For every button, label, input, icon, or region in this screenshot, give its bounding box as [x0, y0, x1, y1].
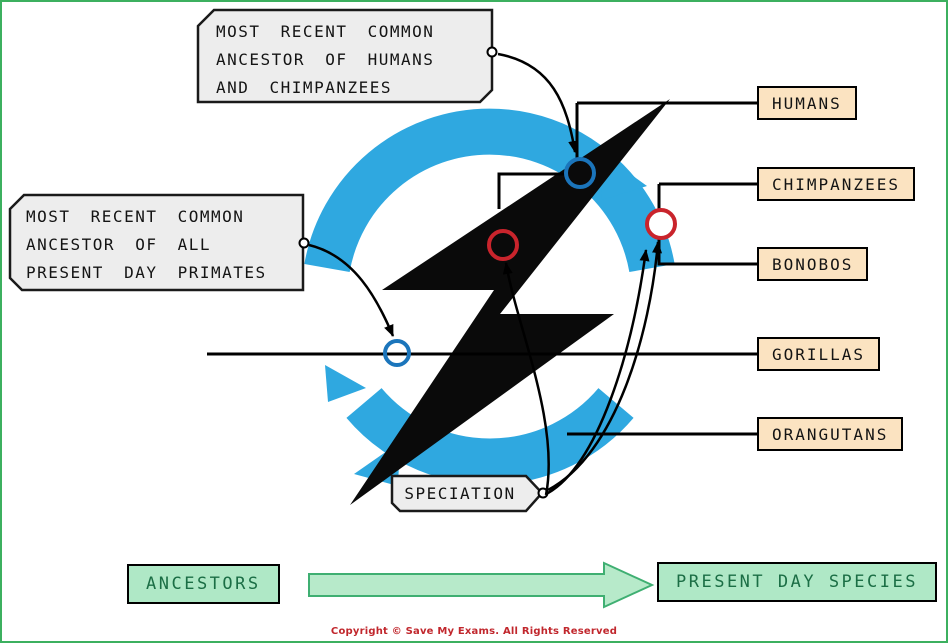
label-gorillas: GORILLAS [757, 337, 881, 371]
lightning-bolt-tree [350, 99, 670, 505]
node-speciation-left [487, 229, 519, 261]
callout-top-line-1: MOST RECENT COMMON [216, 22, 435, 41]
callout-shape-left [8, 193, 305, 292]
copyright-text: Copyright © Save My Exams. All Rights Re… [330, 626, 618, 637]
callout-top-line-2: ANCESTOR OF HUMANS [216, 50, 435, 69]
callout-top-text: MOST RECENT COMMON ANCESTOR OF HUMANS AN… [216, 18, 434, 102]
arrow-top-callout [497, 52, 579, 153]
node-primate-ancestor [383, 339, 411, 367]
callout-left-line-2: ANCESTOR OF ALL [26, 235, 211, 254]
branch-bracket-human-chimp [497, 172, 564, 209]
speciation-label: SPECIATION [404, 484, 516, 503]
callout-left-text: MOST RECENT COMMON ANCESTOR OF ALL PRESE… [26, 203, 267, 287]
label-chimpanzees: CHIMPANZEES [757, 167, 915, 201]
logo-accent-triangle-left [325, 365, 366, 402]
callout-top-line-3: AND CHIMPANZEES [216, 78, 392, 97]
arrow-left-callout [308, 243, 395, 337]
connector-dot-left-callout [298, 237, 310, 249]
arrow-speciation-left [502, 262, 550, 496]
node-human-chimp-ancestor [564, 157, 596, 189]
timeline-arrow [308, 561, 655, 609]
present-day-species-box: PRESENT DAY SPECIES [657, 562, 937, 602]
label-orangutans: ORANGUTANS [757, 417, 904, 451]
callout-shape-speciation [390, 474, 544, 513]
label-bonobos: BONOBOS [757, 247, 869, 281]
callout-left-line-1: MOST RECENT COMMON [26, 207, 245, 226]
ancestors-box: ANCESTORS [127, 564, 280, 604]
label-humans: HUMANS [757, 86, 857, 120]
logo-swoosh-bottom-arc [346, 387, 634, 485]
callout-left-line-3: PRESENT DAY PRIMATES [26, 263, 267, 282]
node-speciation-right [645, 208, 677, 240]
callout-shape-top [196, 8, 494, 104]
arrow-speciation-right-2 [547, 249, 650, 495]
logo-swoosh-top-arc [304, 108, 675, 273]
connector-dot-top-callout [486, 46, 498, 58]
